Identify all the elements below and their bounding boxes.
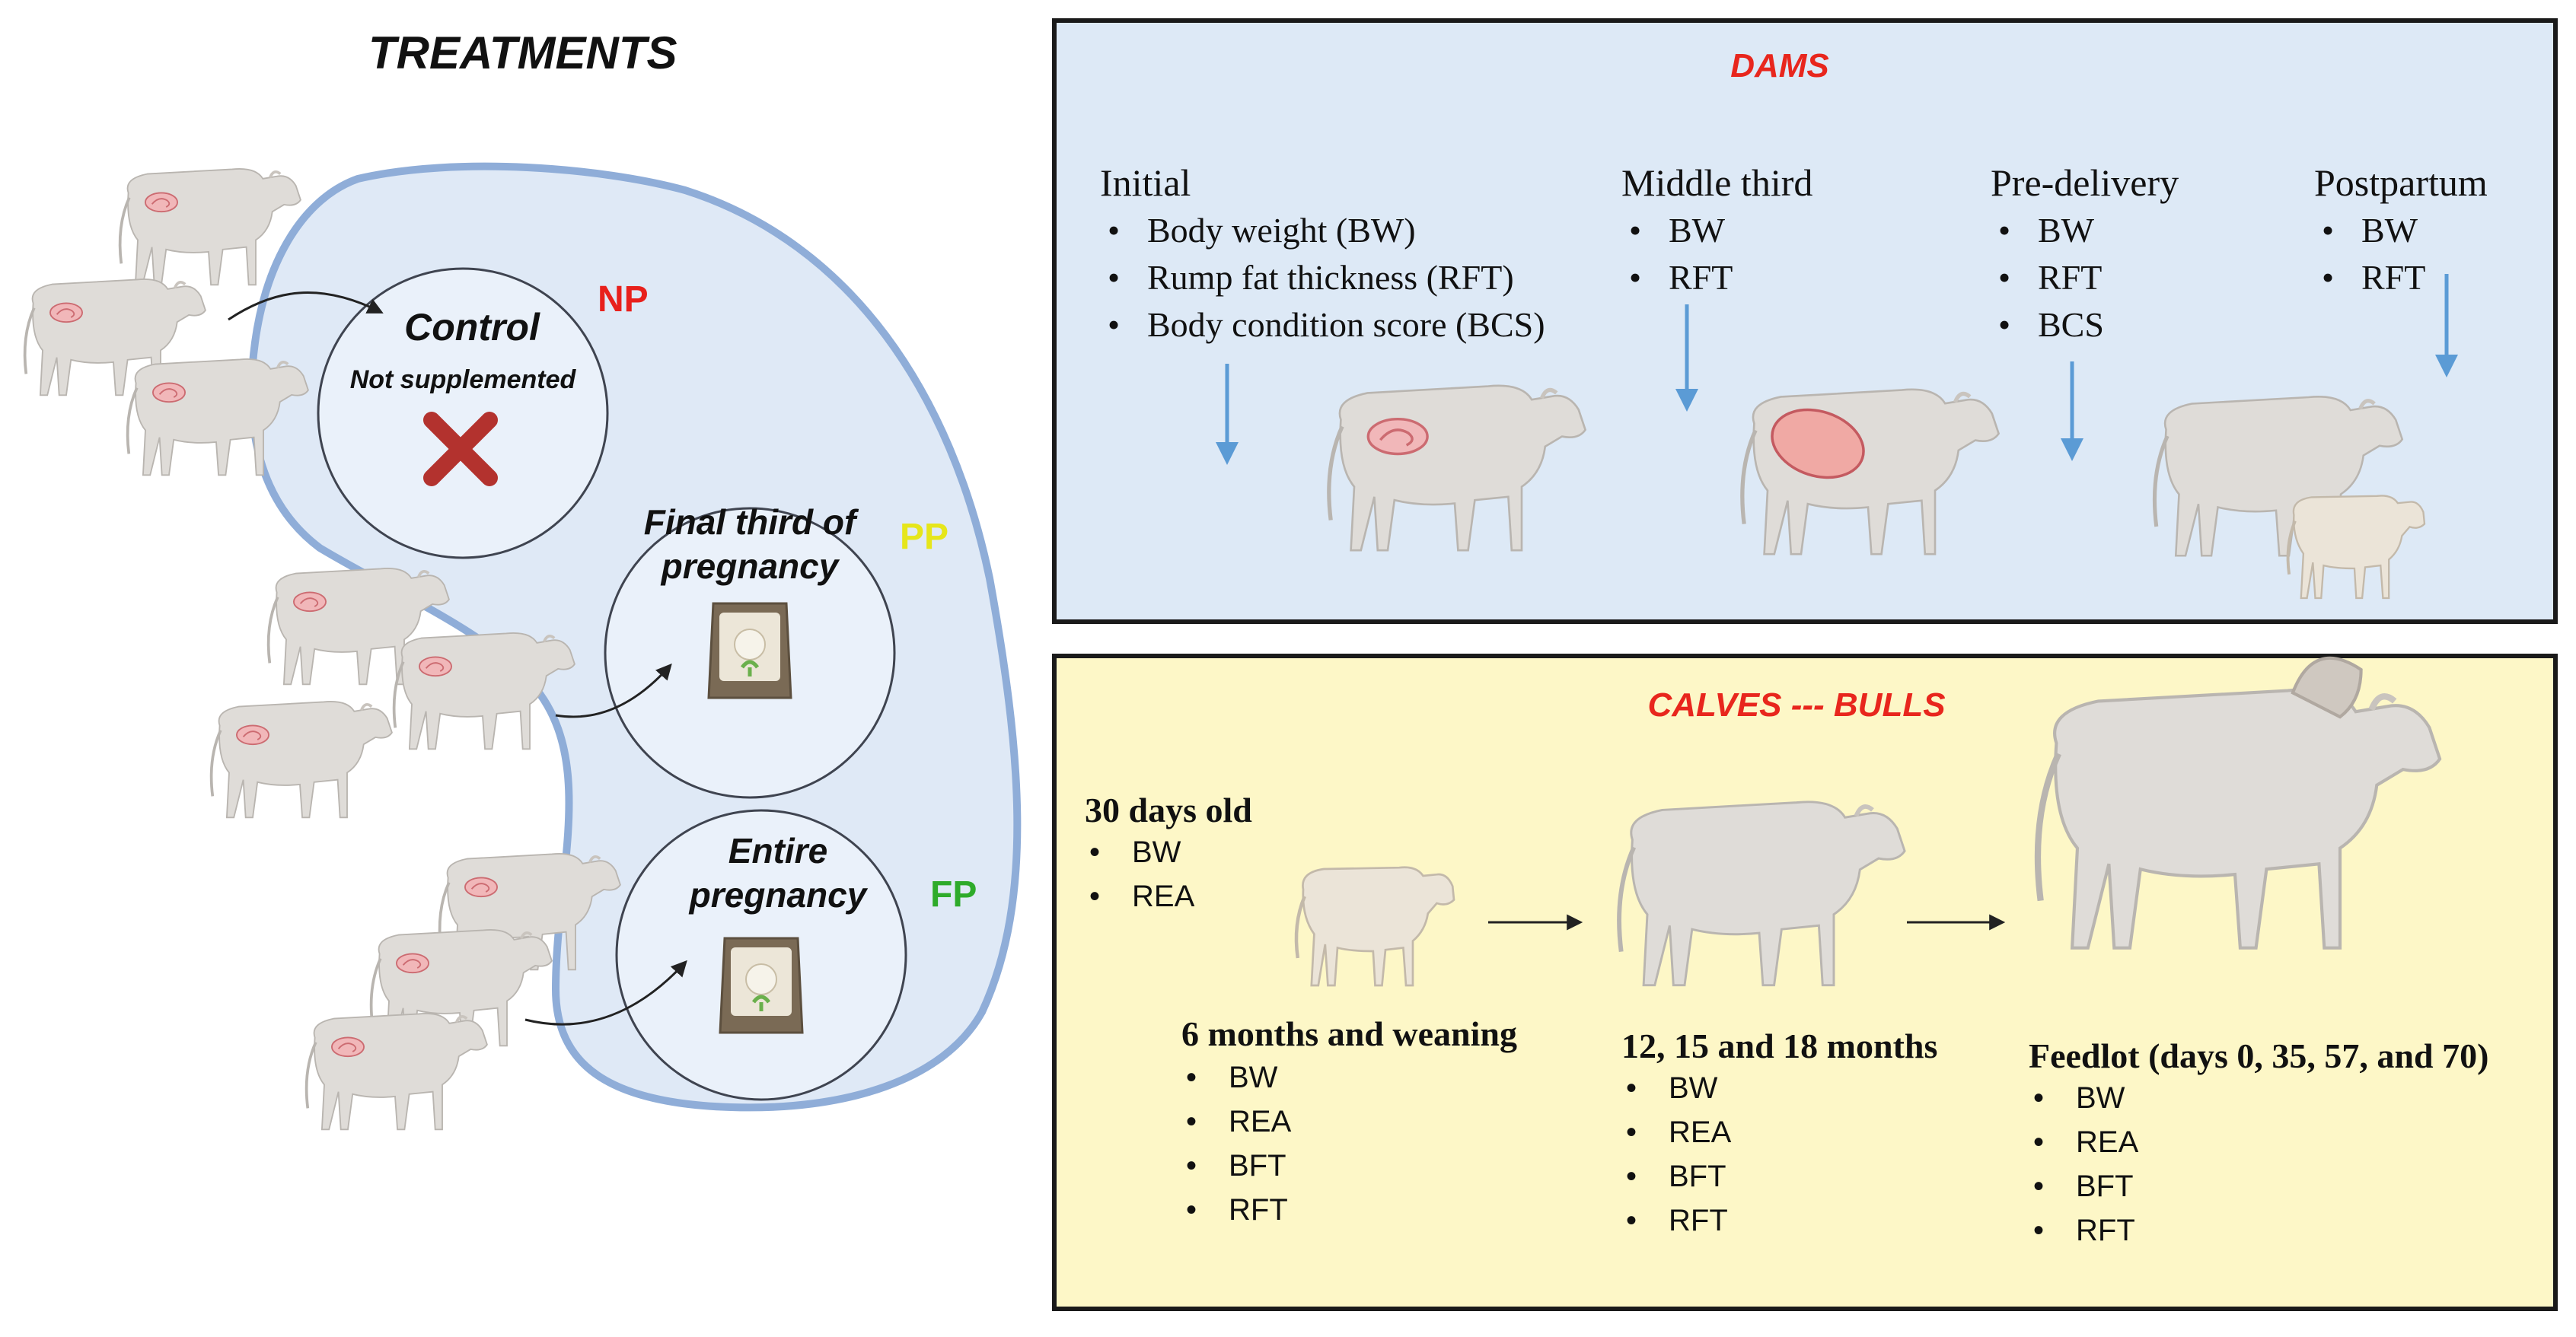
calves-item: BFT xyxy=(2029,1171,2138,1215)
calves-title: CALVES --- BULLS xyxy=(1647,686,1946,724)
calves-heading-12-18-months: 12, 15 and 18 months xyxy=(1621,1027,1938,1065)
final-third-label: Final third of pregnancy xyxy=(644,501,856,588)
final-third-line-1: Final third of xyxy=(643,502,856,542)
entire-line-2: pregnancy xyxy=(689,874,867,915)
calves-list-12-18-months: BW REA BFT RFT xyxy=(1621,1073,1731,1249)
feedlot-bull xyxy=(2038,656,2440,948)
control-label-line: Control xyxy=(404,306,540,349)
final-third-line-2: pregnancy xyxy=(661,546,839,586)
calves-heading-30-days: 30 days old xyxy=(1085,791,1252,829)
calves-item: REA xyxy=(1621,1117,1731,1161)
calves-item: BW xyxy=(1085,837,1194,881)
dams-title: DAMS xyxy=(1730,47,1829,84)
treatments-title: TREATMENTS xyxy=(368,27,677,78)
feed-bag-icon xyxy=(709,603,791,698)
arrow-to-final-third xyxy=(555,663,672,718)
dams-item: Rump fat thickness (RFT) xyxy=(1100,260,1545,307)
dams-list-postpartum: BW RFT xyxy=(2314,213,2425,307)
dams-item: RFT xyxy=(1991,260,2104,307)
dams-item: Body condition score (BCS) xyxy=(1100,307,1545,355)
dams-item: RFT xyxy=(2314,260,2425,307)
cow-mid-pregnancy xyxy=(1742,390,1999,554)
pp-code: PP xyxy=(900,517,949,557)
dams-item: BCS xyxy=(1991,307,2104,355)
x-mark-icon xyxy=(423,412,498,486)
calves-item: BW xyxy=(2029,1083,2138,1127)
dams-list-predelivery: BW RFT BCS xyxy=(1991,213,2104,355)
calves-list-feedlot: BW REA BFT RFT xyxy=(2029,1083,2138,1259)
calves-heading-6-months: 6 months and weaning xyxy=(1181,1014,1517,1053)
dams-list-middle: BW RFT xyxy=(1621,213,1733,307)
calves-item: REA xyxy=(2029,1127,2138,1171)
np-code: NP xyxy=(598,279,649,320)
calves-item: BFT xyxy=(1181,1151,1291,1195)
calves-item: RFT xyxy=(2029,1215,2138,1259)
dams-heading-predelivery: Pre-delivery xyxy=(1991,161,2179,204)
calves-item: REA xyxy=(1181,1106,1291,1151)
dams-list-initial: Body weight (BW) Rump fat thickness (RFT… xyxy=(1100,213,1545,355)
calves-item: RFT xyxy=(1181,1195,1291,1239)
dams-heading-middle: Middle third xyxy=(1621,161,1813,204)
control-sublabel: Not supplemented xyxy=(349,365,576,394)
calves-list-6-months: BW REA BFT RFT xyxy=(1181,1062,1291,1239)
entire-pregnancy-label: Entire pregnancy xyxy=(690,829,867,917)
arrow-to-entire xyxy=(524,960,687,1026)
calves-list-30-days: BW REA xyxy=(1085,837,1194,925)
calves-item: RFT xyxy=(1621,1205,1731,1249)
dams-heading-initial: Initial xyxy=(1100,161,1191,204)
dams-item: RFT xyxy=(1621,260,1733,307)
dams-item: BW xyxy=(1621,213,1733,260)
calves-heading-feedlot: Feedlot (days 0, 35, 57, and 70) xyxy=(2029,1036,2489,1075)
entire-line-1: Entire xyxy=(728,831,828,871)
arrow-to-control xyxy=(228,291,384,321)
dams-heading-postpartum: Postpartum xyxy=(2314,161,2488,204)
calves-item: BFT xyxy=(1621,1161,1731,1205)
dams-item: BW xyxy=(1991,213,2104,260)
dams-item: Body weight (BW) xyxy=(1100,213,1545,260)
calves-item: REA xyxy=(1085,881,1194,925)
calves-item: BW xyxy=(1621,1073,1731,1117)
calves-item: BW xyxy=(1181,1062,1291,1106)
dams-item: BW xyxy=(2314,213,2425,260)
control-circle xyxy=(317,267,609,559)
fp-code: FP xyxy=(930,874,977,915)
feed-bag-icon xyxy=(720,938,802,1033)
control-label: Control xyxy=(404,308,540,346)
